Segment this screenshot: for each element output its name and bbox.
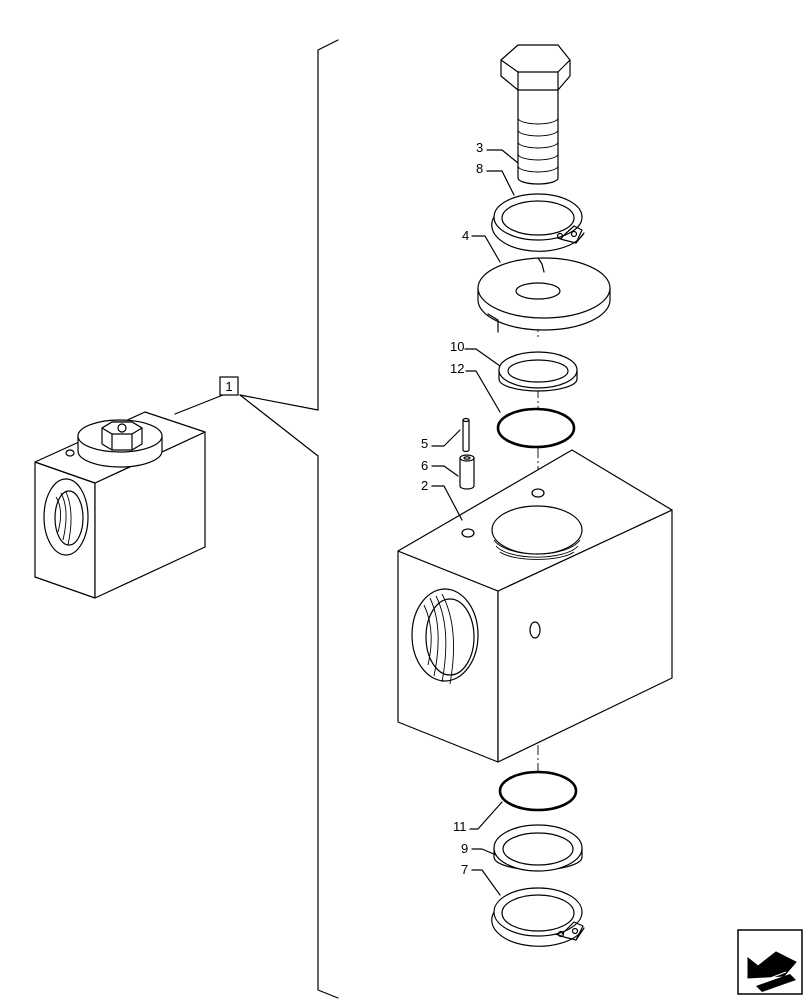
callout-3-label: 3	[476, 140, 483, 155]
part-plate	[477, 257, 611, 333]
callout-block: 2	[421, 478, 463, 521]
callout-assembly: 1	[174, 376, 319, 457]
callout-8-label: 8	[476, 161, 483, 176]
callout-oring-top: 12	[450, 361, 501, 413]
callout-5-label: 5	[421, 436, 428, 451]
part-bolt	[500, 44, 571, 185]
part-washer-bottom	[493, 824, 583, 872]
part-pin	[462, 417, 470, 453]
callout-2-label: 2	[421, 478, 428, 493]
part-circlip-top	[491, 193, 585, 252]
callout-washer-bottom: 9	[461, 841, 497, 856]
callout-7-label: 7	[461, 862, 468, 877]
part-washer-top	[498, 351, 578, 392]
callout-11-label: 11	[453, 819, 467, 834]
callout-circlip-top: 8	[476, 161, 515, 196]
part-oring-bottom	[498, 770, 578, 812]
assembled-valve-thumbnail	[34, 411, 206, 599]
callout-washer-top: 10	[450, 339, 501, 367]
callout-plate: 4	[462, 228, 501, 263]
callout-circlip-bottom: 7	[461, 862, 501, 896]
callout-10-label: 10	[450, 339, 464, 354]
callout-4-label: 4	[462, 228, 469, 243]
part-circlip-bottom	[491, 887, 585, 947]
callout-6-label: 6	[421, 458, 428, 473]
callout-oring-bottom: 11	[453, 801, 503, 834]
direction-arrow-icon[interactable]	[737, 929, 803, 995]
part-sleeve	[459, 454, 475, 490]
callout-pin: 5	[421, 429, 461, 451]
callout-sleeve: 6	[421, 458, 459, 477]
callout-9-label: 9	[461, 841, 468, 856]
part-valve-block	[397, 449, 673, 763]
callout-1-label: 1	[225, 379, 232, 394]
part-oring-top	[496, 407, 576, 449]
callout-12-label: 12	[450, 361, 464, 376]
callout-bolt: 3	[476, 140, 519, 164]
group-bracket	[317, 39, 339, 999]
